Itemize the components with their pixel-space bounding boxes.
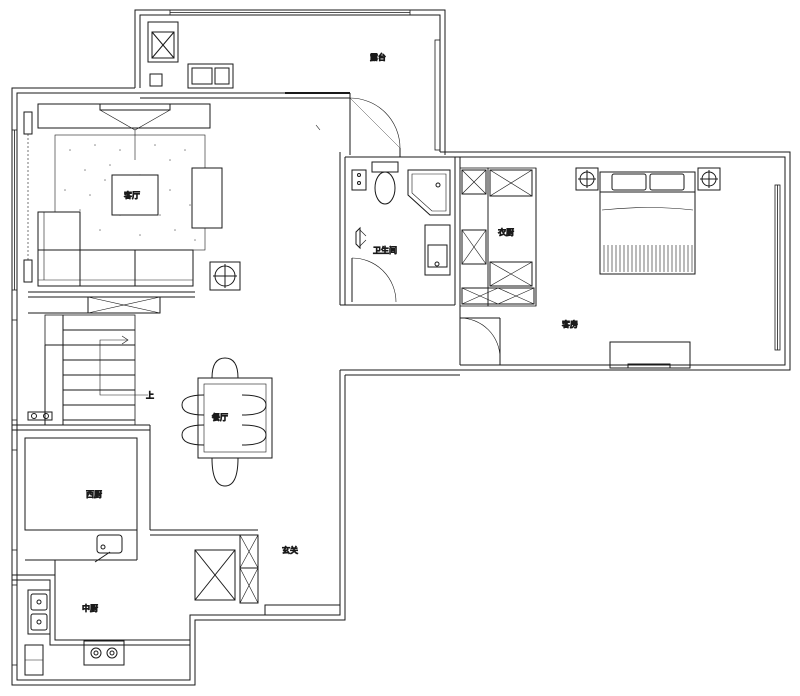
living-room: 客厅 — [23, 103, 321, 314]
room-label-entrance: 玄关 — [282, 545, 298, 555]
stair-arrow — [99, 339, 148, 396]
washing-machine — [147, 21, 179, 63]
armchair — [191, 167, 223, 229]
dining-table — [197, 377, 273, 459]
dining-room: 餐厅 — [181, 357, 273, 487]
west-kitchen: 西厨 — [12, 424, 151, 563]
outer-walls — [11, 9, 791, 686]
coffee-table — [111, 174, 159, 216]
room-label-bathroom: 卫生间 — [373, 245, 397, 255]
room-label-balcony: 露台 — [370, 52, 386, 62]
drain-icon — [149, 73, 163, 87]
entry-cabinet — [239, 534, 259, 604]
bathroom: 卫生间 — [339, 152, 461, 365]
bed — [599, 171, 696, 275]
west-kitchen-sink-icon — [96, 534, 123, 554]
guest-room: 客房 — [459, 167, 721, 369]
nightstand-right — [697, 167, 721, 191]
tv-cabinet — [37, 103, 211, 129]
nightstand-left — [575, 167, 599, 191]
windows — [11, 9, 781, 666]
stair-up-label: 上 — [146, 391, 154, 400]
sofa-bottom — [37, 249, 194, 287]
wardrobe: 衣厨 — [459, 167, 537, 307]
utility-cabinet — [187, 63, 234, 89]
entry-door-threshold — [264, 604, 341, 616]
room-label-west-kitchen: 西厨 — [86, 490, 102, 499]
room-label-dining-room: 餐厅 — [212, 413, 228, 422]
shoe-cabinet — [194, 549, 236, 601]
chinese-kitchen: 中厨 — [12, 560, 190, 676]
cooktop-icon — [83, 640, 125, 666]
room-label-living-room: 客厅 — [124, 190, 140, 200]
chinese-kitchen-sink-icon — [27, 589, 51, 635]
room-label-wardrobe: 衣厨 — [498, 227, 514, 237]
balcony: 露台 — [147, 21, 401, 157]
toilet — [371, 161, 399, 173]
kitchen-island — [24, 437, 138, 531]
shower-enclosure — [407, 169, 451, 216]
entrance: 玄关 — [150, 529, 341, 616]
room-label-guest-room: 客房 — [562, 319, 578, 329]
side-table — [209, 261, 241, 291]
bed-hatching — [603, 245, 693, 272]
staircase: 上 — [27, 314, 155, 426]
room-label-chinese-kitchen: 中厨 — [82, 603, 98, 613]
